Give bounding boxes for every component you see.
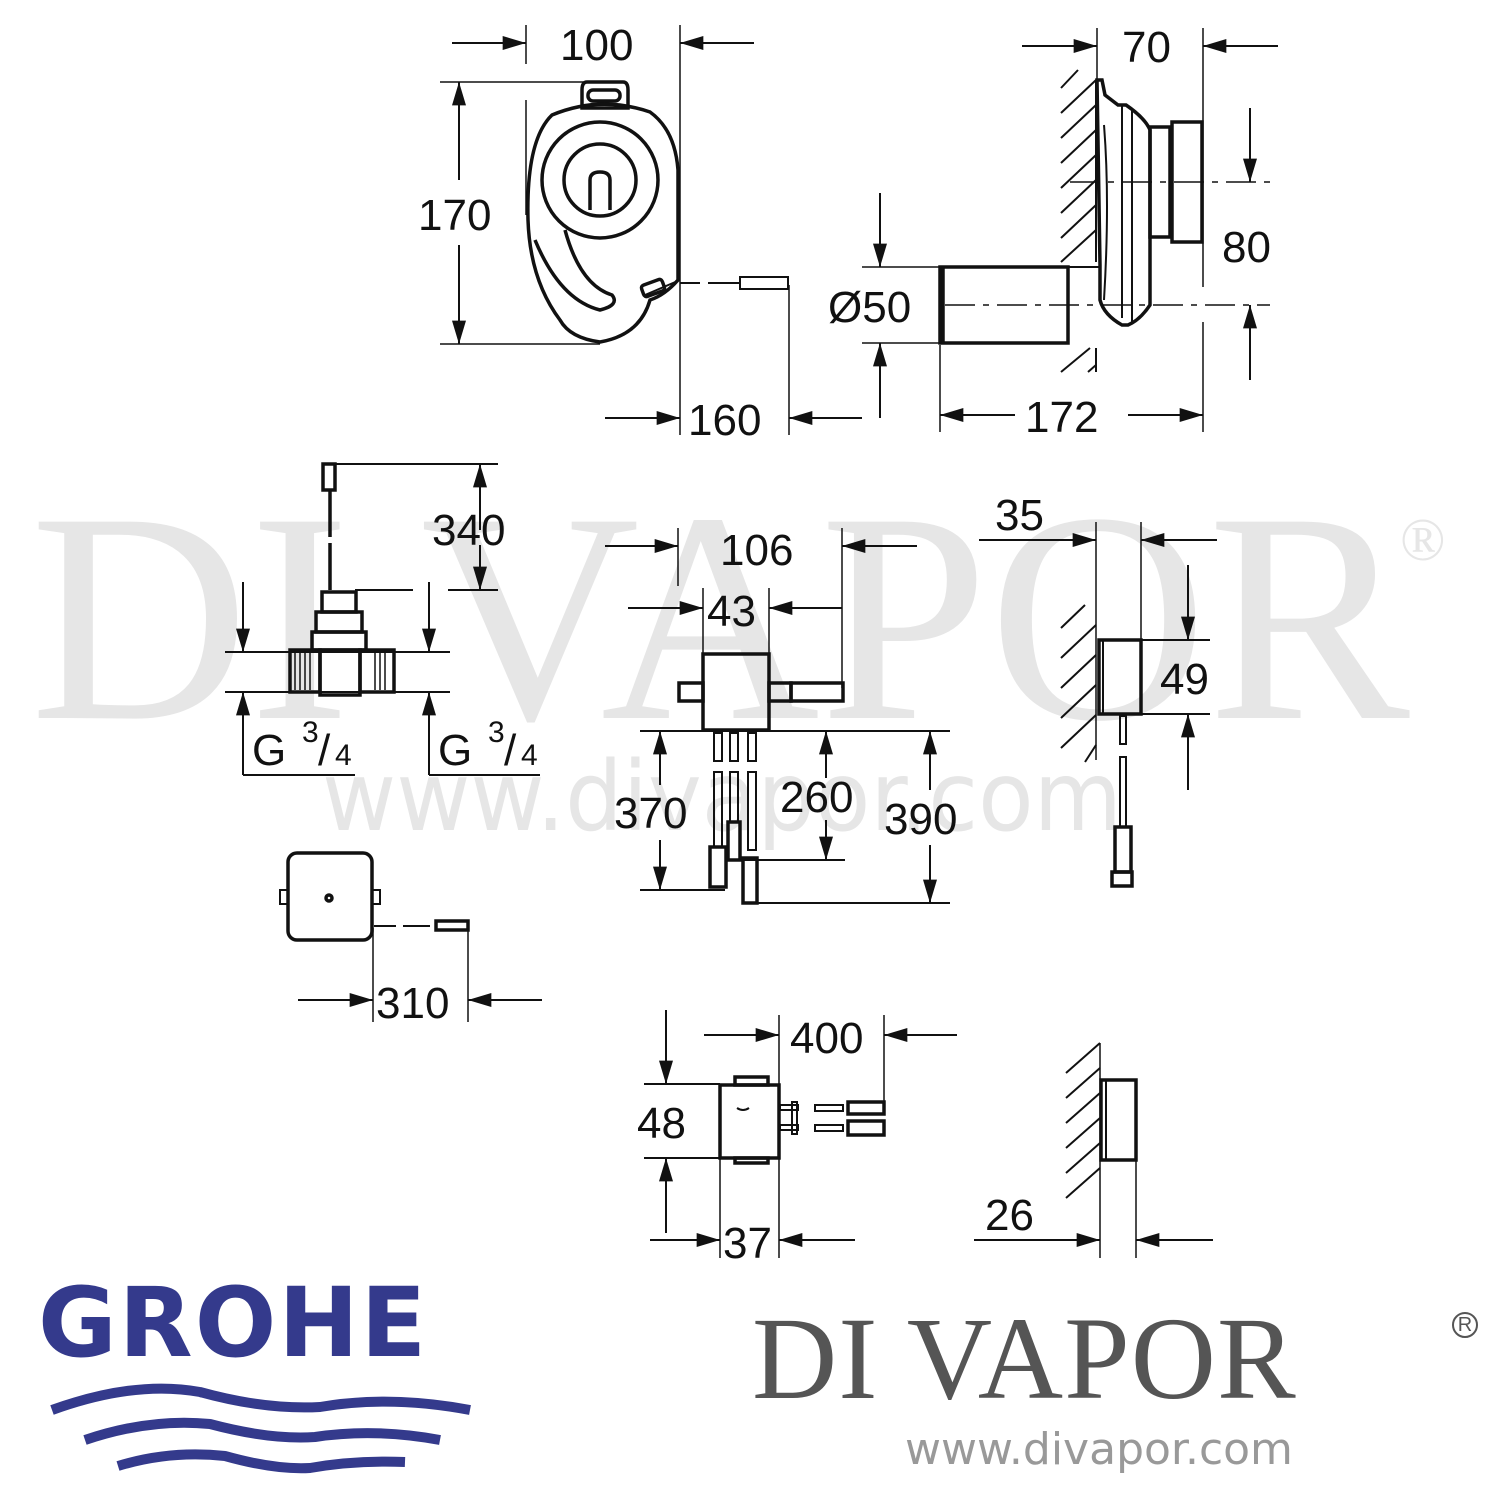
- thread-right-den: 4: [521, 739, 538, 772]
- registered-mark: R: [1452, 1312, 1478, 1338]
- trap-side-view: 70 80: [828, 23, 1278, 442]
- sensor-box-view: 310: [279, 851, 542, 1028]
- thread-left-slash: /: [318, 726, 331, 775]
- dim-side-depth: 70: [1122, 23, 1171, 72]
- grohe-logo: GROHE: [38, 1267, 429, 1379]
- dim-pu-width: 106: [720, 526, 793, 575]
- dim-battery-depth: 26: [985, 1191, 1034, 1240]
- dim-pu-cable-a: 370: [614, 789, 687, 838]
- dim-battery-width: 37: [723, 1219, 772, 1268]
- thread-right-slash: /: [504, 726, 517, 775]
- thread-left-num: 3: [302, 716, 319, 749]
- dim-pu-cable-c: 390: [884, 795, 957, 844]
- dim-battery-height: 48: [637, 1099, 686, 1148]
- dim-trap-cable: 160: [688, 396, 761, 445]
- dim-trap-height: 170: [418, 191, 491, 240]
- divapor-logo: DI VAPOR: [752, 1293, 1297, 1424]
- grohe-waves-icon: [50, 1383, 471, 1474]
- watermark-registered: ®: [1400, 507, 1446, 573]
- dim-valve-cable: 340: [432, 506, 505, 555]
- battery-box-front-view: 400 48 37: [637, 1010, 957, 1268]
- dim-pu-body: 43: [707, 587, 756, 636]
- dim-pu-cable-b: 260: [780, 773, 853, 822]
- dim-pipe-diameter: Ø50: [828, 283, 911, 332]
- dim-thread-left: G: [252, 726, 286, 775]
- dim-pus-depth: 35: [995, 491, 1044, 540]
- dim-side-outlet: 80: [1222, 223, 1271, 272]
- thread-left-den: 4: [335, 739, 352, 772]
- trap-front-view: 100 170 160: [418, 21, 862, 445]
- power-unit-front-view: 106 43 370 260 390: [605, 526, 957, 905]
- valve-view: 340 G 3 / 4 G 3 / 4: [225, 462, 540, 776]
- dim-pus-height: 49: [1160, 655, 1209, 704]
- dim-sensor-cable: 310: [376, 979, 449, 1028]
- divapor-url: www.divapor.com: [905, 1424, 1293, 1475]
- dim-trap-width: 100: [560, 21, 633, 70]
- battery-box-side-view: 26: [974, 1042, 1213, 1258]
- thread-right-num: 3: [488, 716, 505, 749]
- power-unit-side-view: 35 49: [979, 491, 1217, 888]
- dim-thread-right: G: [438, 726, 472, 775]
- dim-side-length: 172: [1025, 393, 1098, 442]
- dim-battery-cable: 400: [790, 1014, 863, 1063]
